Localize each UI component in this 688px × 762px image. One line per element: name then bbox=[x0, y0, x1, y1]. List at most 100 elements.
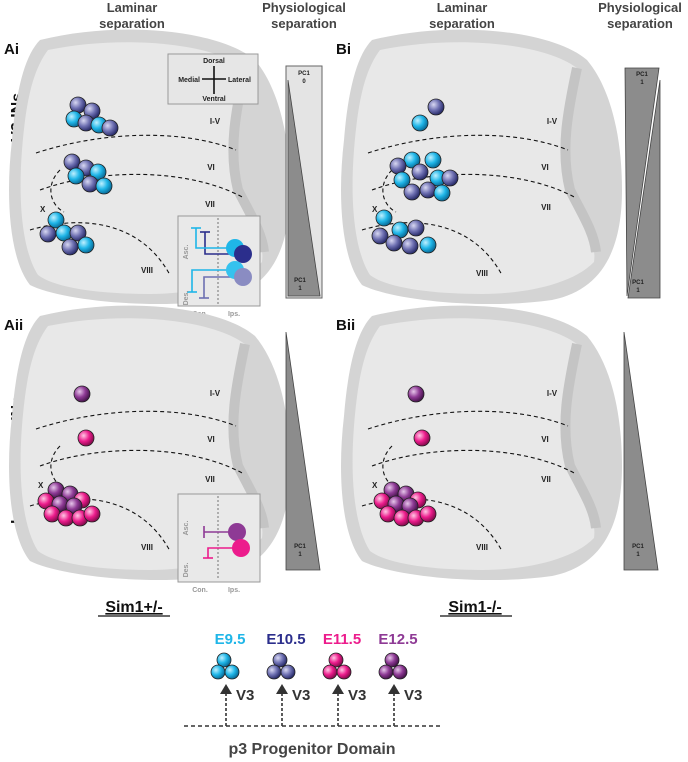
panel-label-aii: Aii bbox=[4, 317, 23, 334]
lamina-x: X bbox=[38, 481, 44, 490]
panel-label-bi: Bi bbox=[336, 41, 351, 58]
header-laminar-line1: Laminar bbox=[107, 0, 158, 15]
projection-inset: Asc. Des. Con. Ips. bbox=[177, 215, 261, 318]
inset-des: Des. bbox=[183, 291, 190, 306]
arrowheads bbox=[220, 684, 400, 694]
legend: E9.5 E10.5 E11.5 E12.5 bbox=[184, 631, 440, 758]
neuron-cluster-ventral bbox=[39, 211, 95, 256]
pc1-bottom-label: PC1 bbox=[294, 278, 306, 284]
v3-label-2: V3 bbox=[292, 687, 310, 704]
projection-inset: Asc. Des. Con. Ips. bbox=[177, 493, 261, 594]
neuron-dorsal bbox=[407, 385, 425, 403]
lamina-viii: VIII bbox=[476, 543, 488, 552]
neuron-cluster-ventral bbox=[37, 481, 101, 527]
neuron-cluster-intermediate bbox=[63, 153, 113, 195]
panel-label-ai: Ai bbox=[4, 41, 19, 58]
lamina-vii: VII bbox=[205, 475, 215, 484]
pc1-bottom-value: 1 bbox=[636, 552, 640, 558]
lamina-vi: VI bbox=[207, 435, 215, 444]
lamina-viii: VIII bbox=[141, 543, 153, 552]
spinal-cord-hemisection bbox=[341, 306, 622, 580]
header-physio-right: Physiological separation bbox=[598, 0, 682, 31]
legend-age-e11-5: E11.5 bbox=[323, 631, 361, 648]
pc1-top-label: PC1 bbox=[298, 71, 310, 77]
compass-medial: Medial bbox=[178, 77, 200, 84]
lamina-x: X bbox=[372, 481, 378, 490]
panel-label-bii: Bii bbox=[336, 317, 355, 334]
pc1-bottom-value: 1 bbox=[298, 286, 302, 292]
lamina-vii: VII bbox=[541, 203, 551, 212]
pc1-bottom-label: PC1 bbox=[632, 280, 644, 286]
lamina-vi: VI bbox=[541, 435, 549, 444]
lamina-viii: VIII bbox=[141, 266, 153, 275]
lamina-i-v: I-V bbox=[210, 117, 221, 126]
pc1-top-value: 1 bbox=[640, 80, 644, 86]
lamina-vii: VII bbox=[205, 200, 215, 209]
header-laminar-line2: separation bbox=[99, 16, 165, 31]
panel-bi: I-V VI VII VIII X bbox=[341, 30, 622, 304]
neuron-cluster-ventral bbox=[373, 481, 437, 527]
lamina-x: X bbox=[40, 205, 46, 214]
legend-age-e12-5: E12.5 bbox=[378, 631, 417, 648]
legend-cluster-e9-5 bbox=[210, 652, 240, 680]
pc1-top-label: PC1 bbox=[636, 72, 648, 78]
legend-cluster-e12-5 bbox=[378, 652, 408, 680]
compass-dorsal: Dorsal bbox=[203, 58, 225, 65]
spinal-cord-hemisection bbox=[341, 30, 622, 304]
compass: Dorsal Ventral Medial Lateral bbox=[167, 53, 259, 105]
lamina-i-v: I-V bbox=[547, 389, 558, 398]
neuron-cluster-ventral bbox=[371, 209, 437, 255]
legend-cluster-e10-5 bbox=[266, 652, 296, 680]
lamina-i-v: I-V bbox=[210, 389, 221, 398]
header-laminar-left: Laminar separation bbox=[99, 0, 165, 31]
pc1-bottom-value: 1 bbox=[636, 288, 640, 294]
physio-bi: PC1 1 PC1 1 bbox=[624, 67, 661, 299]
v3-label-3: V3 bbox=[348, 687, 366, 704]
inset-con: Con. bbox=[192, 587, 208, 594]
inset-des: Des. bbox=[183, 563, 190, 578]
p3-domain-label: p3 Progenitor Domain bbox=[228, 741, 395, 758]
arrows bbox=[225, 692, 395, 726]
header-physio-left: Physiological separation bbox=[262, 0, 346, 31]
header-laminar-right: Laminar separation bbox=[429, 0, 495, 31]
neuron-intermediate bbox=[77, 429, 95, 447]
pc1-bottom-value: 1 bbox=[298, 552, 302, 558]
header-laminar-line2: separation bbox=[429, 16, 495, 31]
pc1-bottom-label: PC1 bbox=[632, 544, 644, 550]
lamina-vii: VII bbox=[541, 475, 551, 484]
legend-cluster-e11-5 bbox=[322, 652, 352, 680]
compass-ventral: Ventral bbox=[202, 96, 225, 103]
neuron-cluster-dorsal bbox=[65, 96, 119, 137]
inset-asc: Asc. bbox=[183, 521, 190, 536]
physio-aii: PC1 1 bbox=[285, 331, 321, 571]
header-physio-line2: separation bbox=[607, 16, 673, 31]
lamina-i-v: I-V bbox=[547, 117, 558, 126]
physio-bii: PC1 1 bbox=[623, 331, 659, 571]
pc1-bottom-label: PC1 bbox=[294, 544, 306, 550]
legend-age-e10-5: E10.5 bbox=[266, 631, 305, 648]
inset-asc: Asc. bbox=[183, 245, 190, 260]
neuron-cluster-intermediate bbox=[389, 151, 459, 202]
pc1-top-value: 0 bbox=[302, 79, 306, 85]
neuron-dorsal bbox=[73, 385, 91, 403]
neuron-intermediate bbox=[413, 429, 431, 447]
lamina-vi: VI bbox=[541, 163, 549, 172]
v3-label-1: V3 bbox=[236, 687, 254, 704]
genotype-right: Sim1-/- bbox=[448, 599, 501, 616]
v3-label-4: V3 bbox=[404, 687, 422, 704]
header-physio-line1: Physiological bbox=[262, 0, 346, 15]
lamina-viii: VIII bbox=[476, 269, 488, 278]
neuron-cluster-dorsal bbox=[411, 98, 445, 132]
panel-aii: I-V VI VII VIII X Asc. bbox=[9, 306, 290, 594]
lamina-vi: VI bbox=[207, 163, 215, 172]
header-physio-line1: Physiological bbox=[598, 0, 682, 15]
compass-lateral: Lateral bbox=[228, 77, 251, 84]
inset-ips: Ips. bbox=[228, 311, 240, 318]
inset-ips: Ips. bbox=[228, 587, 240, 594]
genotype-left: Sim1+/- bbox=[105, 599, 162, 616]
header-physio-line2: separation bbox=[271, 16, 337, 31]
legend-age-e9-5: E9.5 bbox=[215, 631, 246, 648]
panel-ai: Dorsal Ventral Medial Lateral I-V VI VII… bbox=[9, 30, 290, 318]
lamina-x: X bbox=[372, 205, 378, 214]
